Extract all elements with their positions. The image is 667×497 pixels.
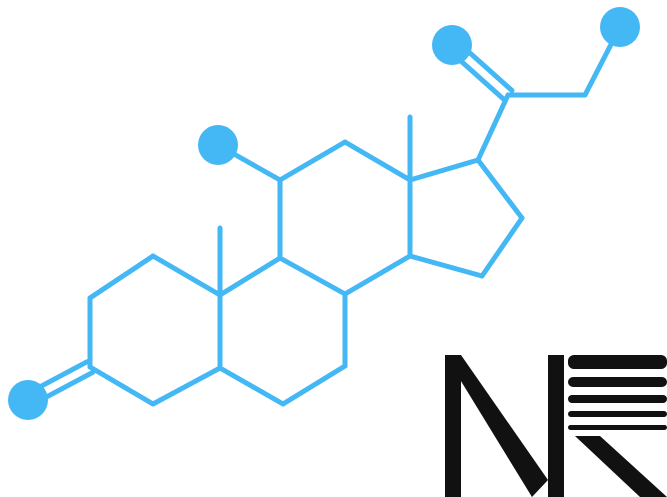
molecule-atoms bbox=[8, 7, 640, 420]
logo-n-right-stem bbox=[548, 355, 564, 497]
side-chain-bond bbox=[475, 92, 511, 163]
nr-logo-icon bbox=[445, 355, 667, 497]
logo-n-left-stem bbox=[445, 355, 461, 497]
ring-d-bond bbox=[407, 157, 481, 183]
ring-a-bond bbox=[150, 253, 223, 298]
logo-r-stripe bbox=[568, 355, 667, 369]
substituent-atom bbox=[600, 7, 640, 47]
ring-d-bond bbox=[479, 215, 525, 279]
ring-b-bond bbox=[277, 255, 348, 297]
ring-b-bond bbox=[217, 255, 283, 298]
ring-a-bond bbox=[150, 365, 223, 407]
ring-b-bond bbox=[280, 363, 348, 407]
logo-r-stripe bbox=[568, 377, 667, 387]
logo-r-stripe bbox=[568, 425, 667, 430]
ring-c-bond bbox=[342, 253, 413, 297]
ring-b-bond bbox=[217, 365, 286, 407]
ring-d-bond bbox=[475, 157, 525, 221]
molecule-bonds bbox=[22, 24, 623, 408]
substituent-atom bbox=[198, 125, 238, 165]
ring-c-bond bbox=[342, 139, 413, 183]
logo-n-diagonal bbox=[445, 355, 548, 497]
substituent-atom bbox=[8, 380, 48, 420]
ring-a-bond bbox=[87, 253, 156, 301]
ring-c-bond bbox=[277, 139, 348, 183]
ring-a-bond bbox=[87, 364, 156, 407]
logo-r-stripe bbox=[568, 411, 667, 417]
logo-r-stripe bbox=[568, 395, 667, 403]
ring-d-bond bbox=[407, 253, 485, 279]
logo-r-leg bbox=[575, 436, 667, 497]
substituent-atom bbox=[432, 25, 472, 65]
